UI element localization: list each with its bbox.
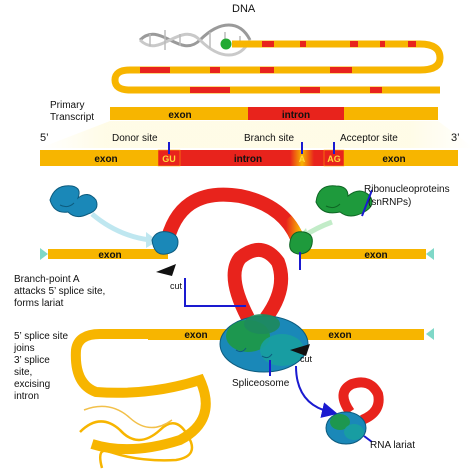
row4-exon-left: exon: [184, 330, 207, 341]
snrnp-label-2: (snRNPs): [368, 197, 411, 208]
snrnp-label-1: Ribonucleoproteins: [364, 184, 450, 195]
row2-exon-left: exon: [94, 154, 117, 165]
bound-snrnp-blue-icon: [151, 231, 179, 255]
nascent-transcript: [111, 40, 444, 94]
dna-title: DNA: [232, 3, 256, 15]
row2-exon-right: exon: [382, 154, 405, 165]
step2-line1: 5’ splice site: [14, 331, 69, 342]
zoom-fan: [40, 121, 474, 148]
dna-helix-icon: [138, 23, 252, 57]
acceptor-site-label: Acceptor site: [340, 133, 398, 144]
row3-right-arrowhead: [426, 248, 434, 260]
cut-wedge-2: [290, 344, 310, 356]
row3-left-arrowhead: [40, 248, 48, 260]
row3-exon-left-strand: [48, 249, 168, 259]
rna-lariat-snrnp-icon: [325, 411, 367, 445]
row2-gu: GU: [162, 154, 176, 164]
row3-exon-right: exon: [364, 250, 387, 261]
cut-label-2: cut: [300, 354, 313, 364]
rna-lariat-label: RNA lariat: [370, 440, 415, 451]
row3-exon-right-strand: [300, 249, 426, 259]
step2-line2: joins: [13, 343, 35, 354]
row4-exon-right: exon: [328, 330, 351, 341]
nascent-intron-marks: [140, 41, 416, 93]
row2-intron: intron: [234, 154, 262, 165]
spliced-mrna-tail: [70, 329, 240, 455]
step1-line3: forms lariat: [14, 298, 64, 309]
step1-line1: Branch-point A: [14, 274, 80, 285]
three-prime-label: 3’: [451, 132, 460, 144]
degraded-intron-squiggle: [79, 420, 194, 469]
primary-transcript-label-1: Primary: [50, 100, 84, 111]
degraded-intron-squiggle-2: [83, 405, 173, 429]
branch-a-highlight: [290, 150, 314, 166]
row3-exon-left: exon: [98, 250, 121, 261]
step2-line5: excising: [14, 379, 50, 390]
rna-lariat-pointer: [363, 435, 373, 443]
row2-branch-a: A: [299, 154, 306, 164]
donor-site-label: Donor site: [112, 133, 158, 144]
row4-right-arrowhead: [426, 328, 434, 340]
step2-line6: intron: [14, 391, 39, 402]
row3-bent-intron: [159, 187, 307, 253]
bound-snrnp-green-icon: [289, 231, 313, 255]
cut-label-1: cut: [170, 281, 183, 291]
cut-wedge-1: [156, 264, 176, 276]
release-arrow: [295, 365, 338, 418]
snrnp-blue-icon: [49, 185, 98, 218]
branch-site-label: Branch site: [244, 133, 294, 144]
step1-line2: attacks 5’ splice site,: [14, 286, 105, 297]
spliceosome-label: Spliceosome: [232, 378, 290, 389]
primary-transcript-intron: [248, 107, 344, 120]
spliceosome-icon: [219, 314, 309, 373]
row2-ag: AG: [327, 154, 341, 164]
step2-line4: site,: [14, 367, 32, 378]
five-prime-label: 5’: [40, 132, 49, 144]
lariat-intron-loop: [227, 243, 288, 323]
rna-lariat-loop: [338, 377, 384, 425]
step2-line3: 3’ splice: [14, 355, 50, 366]
primary-transcript-label-2: Transcript: [50, 112, 94, 123]
cut-pointer-1: [184, 278, 246, 307]
row1-exon-label: exon: [168, 110, 191, 121]
row1-intron-label: intron: [282, 110, 310, 121]
snrnp-bind-arrow-left: [90, 212, 151, 243]
snrnp-pointer: [361, 189, 373, 217]
